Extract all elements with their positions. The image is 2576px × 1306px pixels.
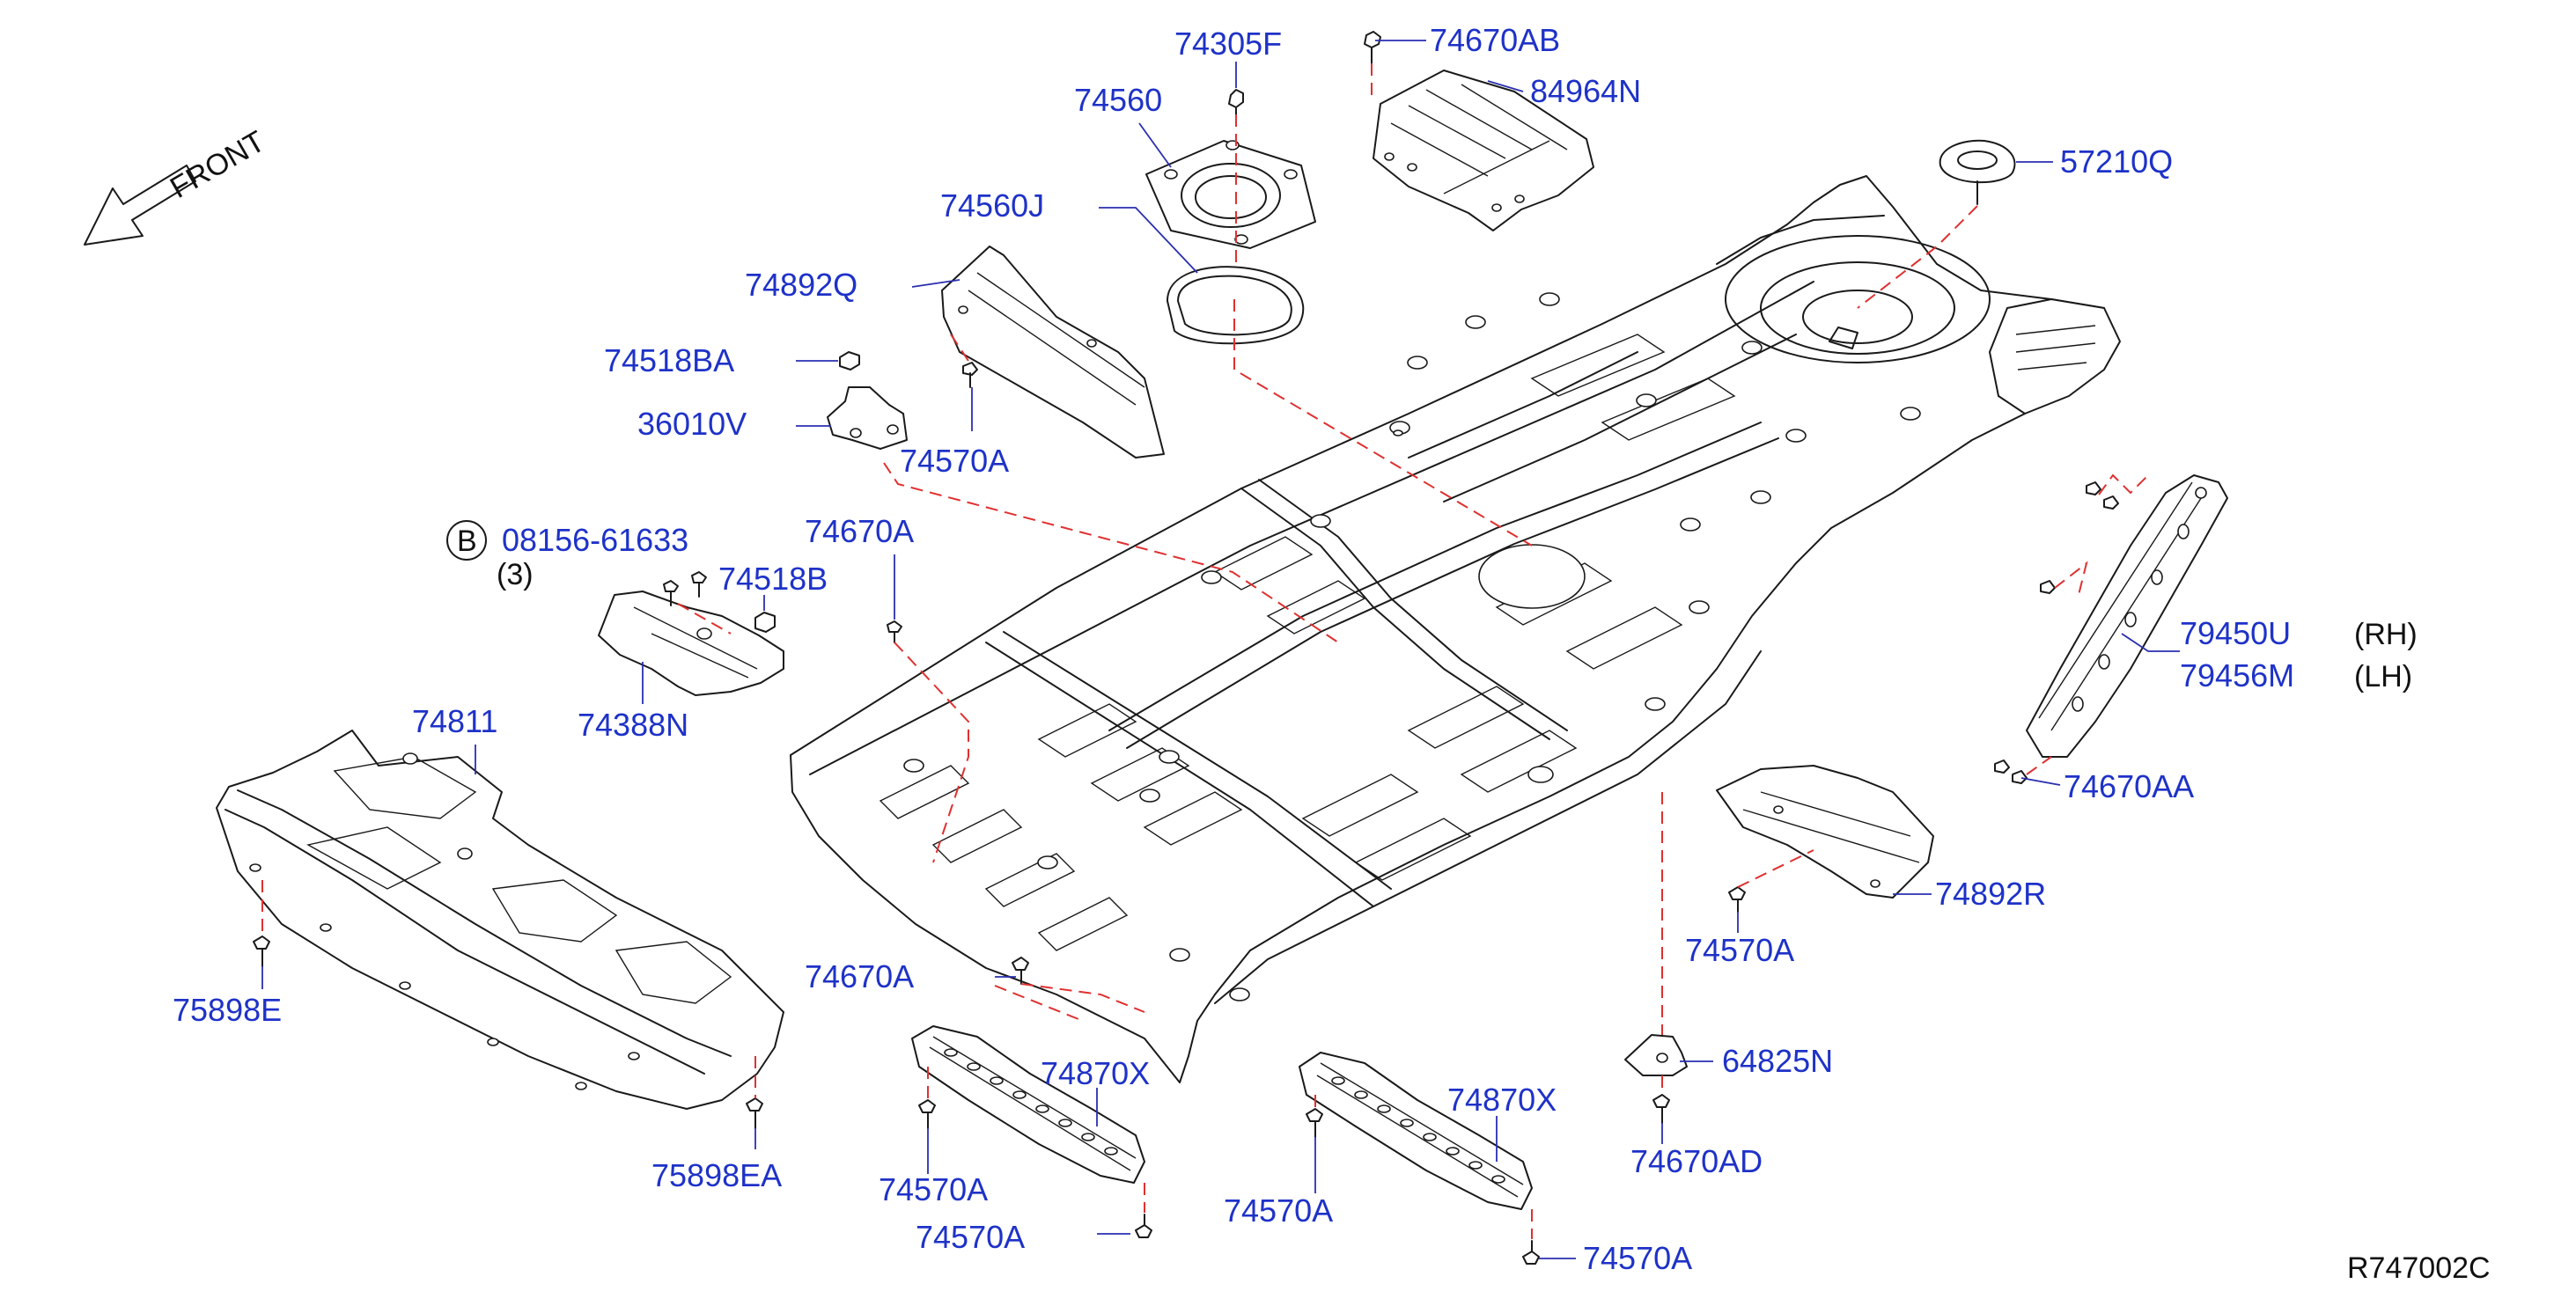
dashed-assembly-lines <box>261 63 2149 1239</box>
bolt-note-part: 08156-61633 <box>502 522 688 558</box>
label-74305F: 74305F <box>1174 26 1282 62</box>
label-74518B: 74518B <box>718 561 828 597</box>
part-74305F-nut <box>1228 89 1244 115</box>
label-74570A-3: 74570A <box>879 1171 988 1207</box>
part-74518BA-nut <box>839 351 860 371</box>
part-74570A-bolt-1 <box>962 362 978 388</box>
label-74870X-1: 74870X <box>1041 1055 1150 1091</box>
part-74388N-bracket <box>598 591 784 696</box>
label-74670AA: 74670AA <box>2064 768 2194 804</box>
part-74811-undercover <box>216 730 784 1110</box>
part-74560J-seal <box>1167 266 1305 345</box>
part-74570A-bolt-5 <box>1306 1108 1323 1138</box>
label-74518BA: 74518BA <box>604 342 734 378</box>
part-74670A-bolt-2 <box>1012 957 1029 985</box>
part-74518B-nut <box>754 612 776 633</box>
label-74670A-2: 74670A <box>805 958 914 994</box>
part-74670A-bolt-1 <box>887 620 902 643</box>
diagram-code: R747002C <box>2347 1251 2491 1285</box>
bolt-note-qty: (3) <box>497 558 534 591</box>
label-57210Q: 57210Q <box>2060 143 2173 180</box>
label-75898E: 75898E <box>173 992 282 1028</box>
part-74870X-member-2 <box>1299 1052 1533 1210</box>
part-08156-bolts <box>663 571 707 606</box>
label-74811: 74811 <box>412 703 497 739</box>
label-74570A-6: 74570A <box>1583 1240 1692 1276</box>
part-74560-plate <box>1145 140 1316 249</box>
part-74670AD-bolt <box>1652 1094 1670 1124</box>
label-84964N: 84964N <box>1530 73 1641 109</box>
part-57210Q-clamp <box>1939 139 2016 205</box>
part-84964N-heat-insulator <box>1373 70 1594 231</box>
label-74670A-1: 74670A <box>805 513 914 549</box>
label-79450U: 79450U <box>2180 615 2291 651</box>
label-74570A-4: 74570A <box>916 1219 1025 1255</box>
part-64825N-bracket <box>1624 1034 1688 1076</box>
bolt-note: B 08156-61633 (3) <box>446 520 688 591</box>
label-74570A-5: 74570A <box>1224 1192 1333 1229</box>
label-75898EA: 75898EA <box>651 1157 782 1193</box>
bolt-note-circle-letter: B <box>457 525 477 558</box>
part-74570A-bolt-4 <box>1135 1214 1152 1238</box>
label-74892Q: 74892Q <box>745 267 857 303</box>
front-label: FRONT <box>165 124 270 204</box>
part-74670AB-bolt <box>1364 31 1381 64</box>
label-74670AD: 74670AD <box>1630 1143 1763 1179</box>
part-labels: 74305F 74670AB 84964N 74560 57210Q 74560… <box>173 22 2418 1276</box>
label-lh: (LH) <box>2354 660 2412 693</box>
front-arrow: FRONT <box>84 124 270 246</box>
label-rh: (RH) <box>2354 618 2418 651</box>
part-75898EA-bolt <box>746 1097 763 1129</box>
part-74570A-bolt-6 <box>1522 1240 1540 1265</box>
label-79456M: 79456M <box>2180 657 2294 693</box>
label-64825N: 64825N <box>1722 1043 1833 1079</box>
part-36010V-bracket <box>827 386 908 450</box>
part-rail-bolts <box>1994 481 2119 784</box>
label-74560J: 74560J <box>940 187 1044 224</box>
label-74560: 74560 <box>1074 82 1162 118</box>
label-74388N: 74388N <box>578 707 688 743</box>
part-74892R-bracket <box>1716 765 1934 899</box>
label-leaders <box>261 40 2180 1259</box>
floor-panel <box>790 175 2121 1083</box>
part-79450U-side-rail <box>2026 474 2228 758</box>
label-74870X-2: 74870X <box>1447 1082 1557 1118</box>
part-74892Q-bracket <box>941 246 1165 459</box>
part-74570A-bolt-3 <box>918 1099 936 1129</box>
label-74892R: 74892R <box>1935 876 2046 912</box>
label-74570A-1: 74570A <box>900 443 1009 479</box>
label-74670AB: 74670AB <box>1430 22 1560 58</box>
part-74570A-bolt-2 <box>1728 886 1746 913</box>
part-74870X-member-1 <box>911 1025 1145 1184</box>
label-74570A-2: 74570A <box>1685 932 1794 968</box>
label-36010V: 36010V <box>637 406 747 442</box>
part-75898E-bolt <box>253 935 270 967</box>
